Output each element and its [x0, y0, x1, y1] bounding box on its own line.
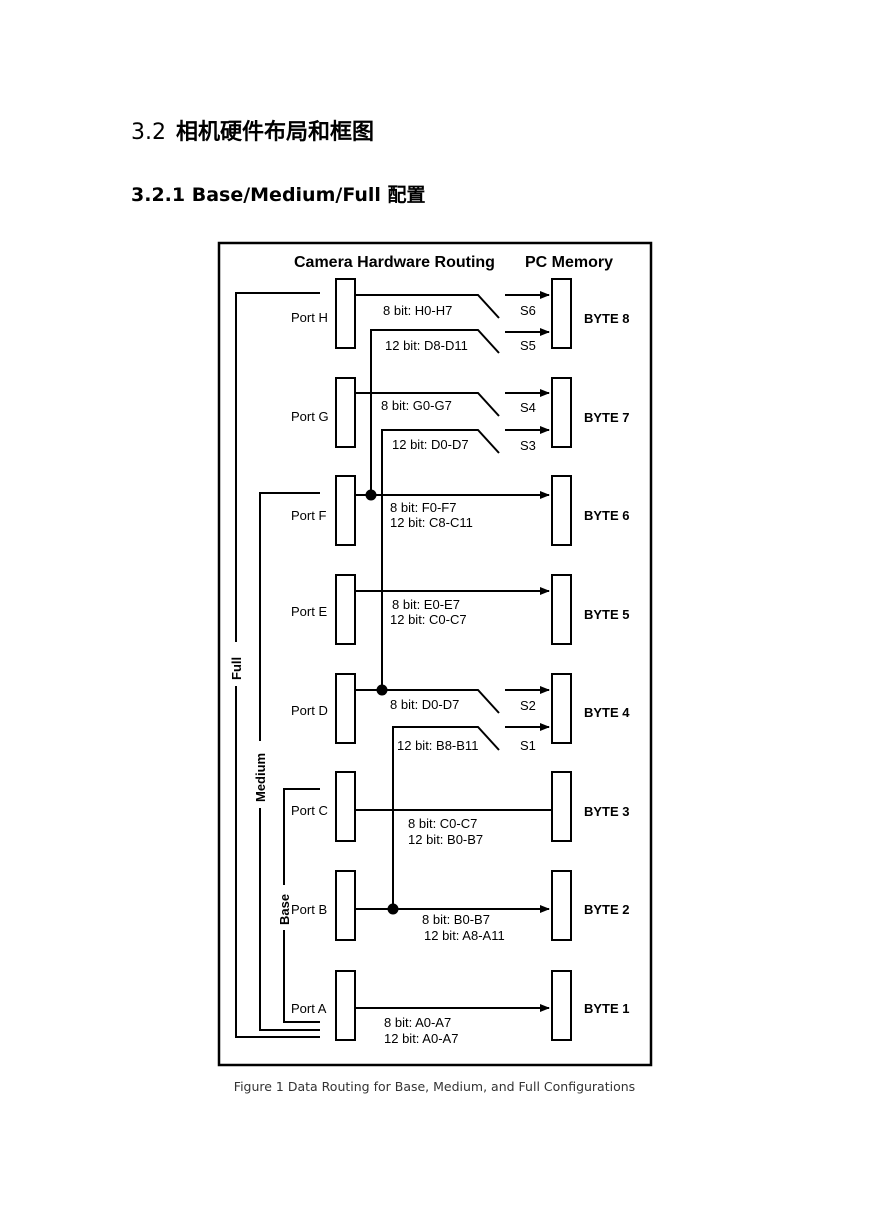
- junction-port-b: [387, 903, 399, 915]
- byte-1-label: BYTE 1: [584, 1001, 630, 1016]
- route-f-8bit: 8 bit: F0-F7: [390, 500, 456, 515]
- full-config-label: Full: [229, 657, 244, 680]
- subsection-heading: 3.2.1 Base/Medium/Full 配置: [131, 184, 426, 206]
- route-h-12bit: 12 bit: D8-D11: [385, 338, 468, 353]
- byte-2-label: BYTE 2: [584, 902, 630, 917]
- port-f-box: [335, 475, 356, 546]
- switch-s5-label: S5: [520, 338, 536, 353]
- route-a-12bit: 12 bit: A0-A7: [384, 1031, 458, 1046]
- port-g-label: Port G: [291, 409, 329, 424]
- byte-4-box: [551, 673, 572, 744]
- junction-port-f: [365, 489, 377, 501]
- port-h-route: [355, 294, 500, 319]
- diagram-frame: [217, 241, 653, 1067]
- route-a-8bit: 8 bit: A0-A7: [384, 1015, 451, 1030]
- port-c-box: [335, 771, 356, 842]
- route-e-12bit: 12 bit: C0-C7: [390, 612, 467, 627]
- full-bus-line: [235, 292, 320, 642]
- medium-bus-line-lower: [259, 808, 320, 1031]
- port-a-label: Port A: [291, 1001, 327, 1016]
- route-h-8bit: 8 bit: H0-H7: [383, 303, 452, 318]
- routing-header: Camera Hardware Routing: [294, 254, 495, 271]
- port-a-box: [335, 970, 356, 1041]
- port-d-label: Port D: [291, 703, 328, 718]
- switch-s4-label: S4: [520, 400, 536, 415]
- section-number: 3.2: [131, 120, 166, 145]
- base-config-label: Base: [277, 894, 292, 925]
- port-c-label: Port C: [291, 803, 328, 818]
- byte-6-label: BYTE 6: [584, 508, 630, 523]
- port-g-route: [355, 392, 500, 417]
- byte-5-label: BYTE 5: [584, 607, 630, 622]
- base-bus-line-lower: [283, 930, 320, 1023]
- route-b-8bit: 8 bit: B0-B7: [422, 912, 490, 927]
- byte-3-label: BYTE 3: [584, 804, 630, 819]
- route-d-8bit: 8 bit: D0-D7: [390, 697, 459, 712]
- route-g-8bit: 8 bit: G0-G7: [381, 398, 452, 413]
- port-b-bus-to-s1: [392, 726, 500, 909]
- route-b-12bit: 12 bit: A8-A11: [424, 928, 505, 943]
- port-f-label: Port F: [291, 508, 326, 523]
- switch-s6-label: S6: [520, 303, 536, 318]
- port-d-bus-to-s3: [381, 429, 500, 690]
- byte-4-label: BYTE 4: [584, 705, 630, 720]
- port-e-label: Port E: [291, 604, 327, 619]
- section-title: 相机硬件布局和框图: [176, 120, 375, 145]
- switch-s3-label: S3: [520, 438, 536, 453]
- byte-6-box: [551, 475, 572, 546]
- route-d-12bit: 12 bit: B8-B11: [397, 738, 478, 753]
- byte-5-box: [551, 574, 572, 645]
- medium-config-label: Medium: [253, 753, 268, 802]
- byte-8-label: BYTE 8: [584, 311, 630, 326]
- route-g-12bit: 12 bit: D0-D7: [392, 437, 469, 452]
- full-bus-line-lower: [235, 686, 320, 1038]
- route-c-8bit: 8 bit: C0-C7: [408, 816, 477, 831]
- port-d-box: [335, 673, 356, 744]
- route-e-8bit: 8 bit: E0-E7: [392, 597, 460, 612]
- byte-7-box: [551, 377, 572, 448]
- port-h-label: Port H: [291, 310, 328, 325]
- port-d-12bit-to-s5: [370, 329, 500, 495]
- port-b-box: [335, 870, 356, 941]
- figure-caption: Figure 1 Data Routing for Base, Medium, …: [233, 1079, 636, 1094]
- byte-1-box: [551, 970, 572, 1041]
- port-h-box: [335, 278, 356, 349]
- base-bus-line: [283, 788, 320, 885]
- port-b-label: Port B: [291, 902, 327, 917]
- junction-port-d: [376, 684, 388, 696]
- port-g-box: [335, 377, 356, 448]
- port-d-route: [355, 689, 500, 714]
- port-e-box: [335, 574, 356, 645]
- route-c-12bit: 12 bit: B0-B7: [408, 832, 483, 847]
- byte-3-box: [551, 771, 572, 842]
- byte-7-label: BYTE 7: [584, 410, 630, 425]
- medium-bus-line: [259, 492, 320, 741]
- section-heading: 3.2 相机硬件布局和框图: [131, 114, 374, 146]
- byte-2-box: [551, 870, 572, 941]
- byte-8-box: [551, 278, 572, 349]
- switch-s2-label: S2: [520, 698, 536, 713]
- switch-s1-label: S1: [520, 738, 536, 753]
- memory-header: PC Memory: [525, 254, 613, 271]
- route-f-12bit: 12 bit: C8-C11: [390, 515, 473, 530]
